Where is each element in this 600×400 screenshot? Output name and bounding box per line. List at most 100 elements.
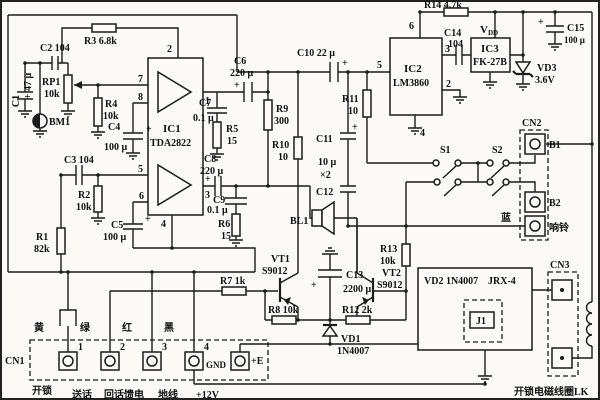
label-vd1-part: 1N4007 [337, 346, 369, 357]
label-c9: C9 [213, 195, 225, 206]
label-c6-value: 220 μ [230, 68, 254, 79]
label-wire-black: 黑 [164, 322, 174, 334]
label-b1: B1 [549, 140, 561, 151]
cn1-pin-2: 2 [120, 342, 125, 353]
label-c5-value: 100 μ [103, 232, 127, 243]
label-r6: R6 [218, 219, 230, 230]
microphone-symbol [32, 113, 48, 129]
label-bell: 响铃 [549, 221, 570, 234]
label-plus-e: +E [251, 356, 264, 367]
label-c4-plus: + [146, 124, 152, 135]
label-vd3-value: 3.6V [535, 75, 556, 86]
label-s1: S1 [440, 145, 451, 156]
label-r1-value: 82k [34, 244, 50, 255]
label-c13-value: 2200 μ [343, 284, 372, 295]
label-c11-value: 10 μ [318, 157, 337, 168]
label-vt1: VT1 [271, 254, 290, 265]
label-s2: S2 [492, 145, 503, 156]
label-c4-value: 100 μ [104, 142, 128, 153]
label-c4: C4 [108, 122, 120, 133]
resistor-symbols [56, 7, 469, 325]
label-cn2: CN2 [522, 118, 541, 129]
label-lock-coil: 开锁电磁线圈LK [514, 385, 589, 398]
label-vt1-part: S9012 [262, 266, 288, 277]
label-fn-talk: 送话 [71, 388, 92, 400]
vt2-symbol [362, 278, 375, 305]
label-r6-value: 15 [221, 231, 231, 242]
label-jrx: JRX-4 [488, 276, 516, 287]
s1-symbol [432, 159, 462, 197]
label-r9: R9 [276, 104, 288, 115]
label-c7: C7 [199, 98, 211, 109]
label-fn-feed: 回话馈电 [104, 388, 144, 400]
label-fn-unlock: 开锁 [32, 384, 52, 397]
label-r14: R14 4.7k [424, 0, 462, 11]
label-c9-value: 0.1 μ [207, 205, 228, 216]
label-c5: C5 [111, 220, 123, 231]
label-c11: C11 [316, 134, 333, 145]
label-rp1: RP1 [42, 77, 60, 88]
label-r11: R11 [342, 94, 359, 105]
ic2-pin-2: 2 [446, 79, 451, 90]
label-vd2: VD2 1N4007 [424, 276, 478, 287]
capacitor-symbols [17, 25, 564, 278]
label-r2-value: 10k [76, 202, 92, 213]
label-c14-value: 104 [448, 39, 463, 50]
ic1-pin-2: 2 [167, 44, 172, 55]
label-r8: R8 10k [268, 305, 299, 316]
labels: C2 104 R3 6.8k + 47 μ C1 RP1 10k R4 10k … [5, 0, 589, 400]
label-vdd: VDD [480, 24, 498, 37]
label-vt2-part: S9012 [377, 280, 403, 291]
label-wire-red: 红 [122, 321, 132, 334]
label-c3: C3 104 [64, 155, 94, 166]
cn1-pin-4: 4 [204, 342, 209, 353]
ground-symbols [18, 43, 562, 383]
label-ic3: IC3 [481, 43, 499, 55]
cn1-pin-3: 3 [162, 342, 167, 353]
cn1-pin-1: 1 [78, 342, 83, 353]
label-rp1-value: 10k [44, 89, 60, 100]
label-ic2: IC2 [404, 63, 422, 75]
label-j1: J1 [476, 316, 486, 327]
label-r10-value: 10 [278, 152, 288, 163]
ic2-symbol [389, 37, 443, 116]
label-c2: C2 104 [40, 43, 70, 54]
label-ic1-part: TDA2822 [150, 138, 191, 149]
label-cn3: CN3 [550, 260, 569, 271]
cn1-connector [29, 339, 269, 381]
label-cn1: CN1 [5, 356, 24, 367]
ic1-pin-4: 4 [161, 219, 166, 230]
relay-block [417, 267, 533, 351]
label-fn-12v: +12V [196, 390, 220, 400]
ic1-pin-3: 3 [205, 190, 210, 201]
label-c15-value: 100 μ [564, 35, 585, 45]
label-blue-wire: 蓝 [501, 211, 511, 224]
label-r5-value: 15 [227, 136, 237, 147]
ic2-pin-6: 6 [409, 21, 414, 32]
vd1-symbol [321, 323, 339, 337]
label-r5: R5 [226, 124, 238, 135]
label-c8: C8 [204, 154, 216, 165]
label-c5-plus: + [145, 214, 151, 225]
label-c6-plus: + [234, 80, 240, 91]
vd3-zener-symbol [512, 61, 534, 78]
label-bl1: BL1 [290, 216, 308, 227]
label-vd1: VD1 [341, 334, 360, 345]
label-c15-plus: + [538, 17, 544, 28]
ic1-symbol [147, 57, 204, 216]
cn2-connector [519, 129, 549, 241]
label-r11-value: 10 [348, 106, 358, 117]
label-r13: R13 [380, 244, 397, 255]
label-c10: C10 22 μ [297, 48, 335, 59]
s2-symbol [486, 159, 510, 197]
cn3-connector [547, 271, 579, 377]
speaker-symbol [311, 200, 335, 236]
label-c1: C1 [11, 95, 22, 107]
label-c15: C15 [567, 23, 584, 34]
label-c8-plus: + [205, 174, 211, 185]
label-c6: C6 [234, 56, 246, 67]
ic1-pin-8: 8 [138, 92, 143, 103]
ic1-pin-5: 5 [138, 164, 143, 175]
label-wire-green: 绿 [80, 321, 91, 334]
